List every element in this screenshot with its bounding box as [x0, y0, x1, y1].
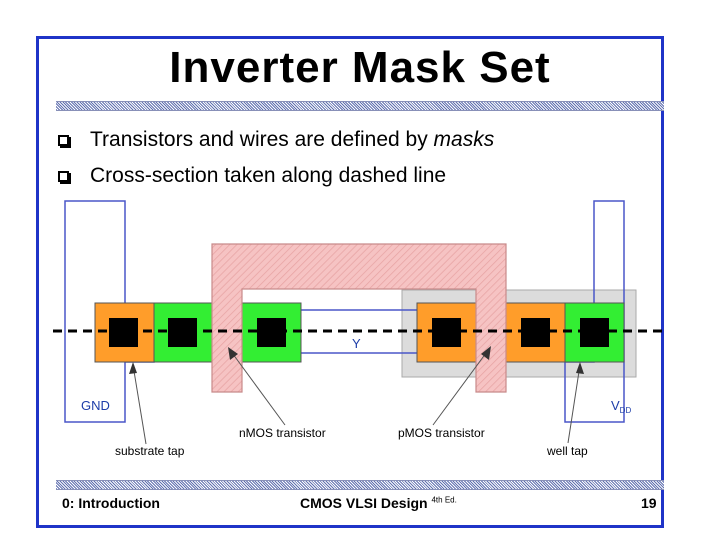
nmos-transistor-label: nMOS transistor [239, 426, 326, 440]
slide-title: Inverter Mask Set [169, 43, 551, 92]
pmos-transistor-label: pMOS transistor [398, 426, 485, 440]
bullet-item: Cross-section taken along dashed line [58, 158, 494, 194]
checkbox-bullet-icon [58, 170, 69, 182]
checkbox-bullet-icon [58, 134, 69, 146]
bullet-item: Transistors and wires are defined by mas… [58, 122, 494, 158]
gnd-label: GND [81, 398, 110, 413]
bullet-text: Transistors and wires are defined by mas… [90, 128, 495, 151]
title-divider [56, 101, 664, 111]
well-tap-label: well tap [546, 444, 588, 458]
substrate-tap-pointer [129, 362, 147, 445]
page-number: 19 [641, 495, 657, 511]
pmos-transistor-pointer [432, 346, 491, 426]
slide-frame [36, 36, 664, 528]
y-label: Y [352, 336, 361, 351]
well-tap-pointer [567, 362, 584, 444]
bullet-list: Transistors and wires are defined by mas… [58, 122, 494, 194]
vdd-label: VDD [611, 398, 631, 415]
footer-divider [56, 480, 664, 490]
nmos-transistor-pointer [228, 347, 286, 426]
polysilicon-gate [211, 243, 507, 393]
footer-section: 0: Introduction [62, 495, 160, 511]
bullet-text: Cross-section taken along dashed line [90, 164, 447, 187]
substrate-tap-label: substrate tap [115, 444, 185, 458]
footer-course: CMOS VLSI Design 4th Ed. [300, 495, 457, 511]
